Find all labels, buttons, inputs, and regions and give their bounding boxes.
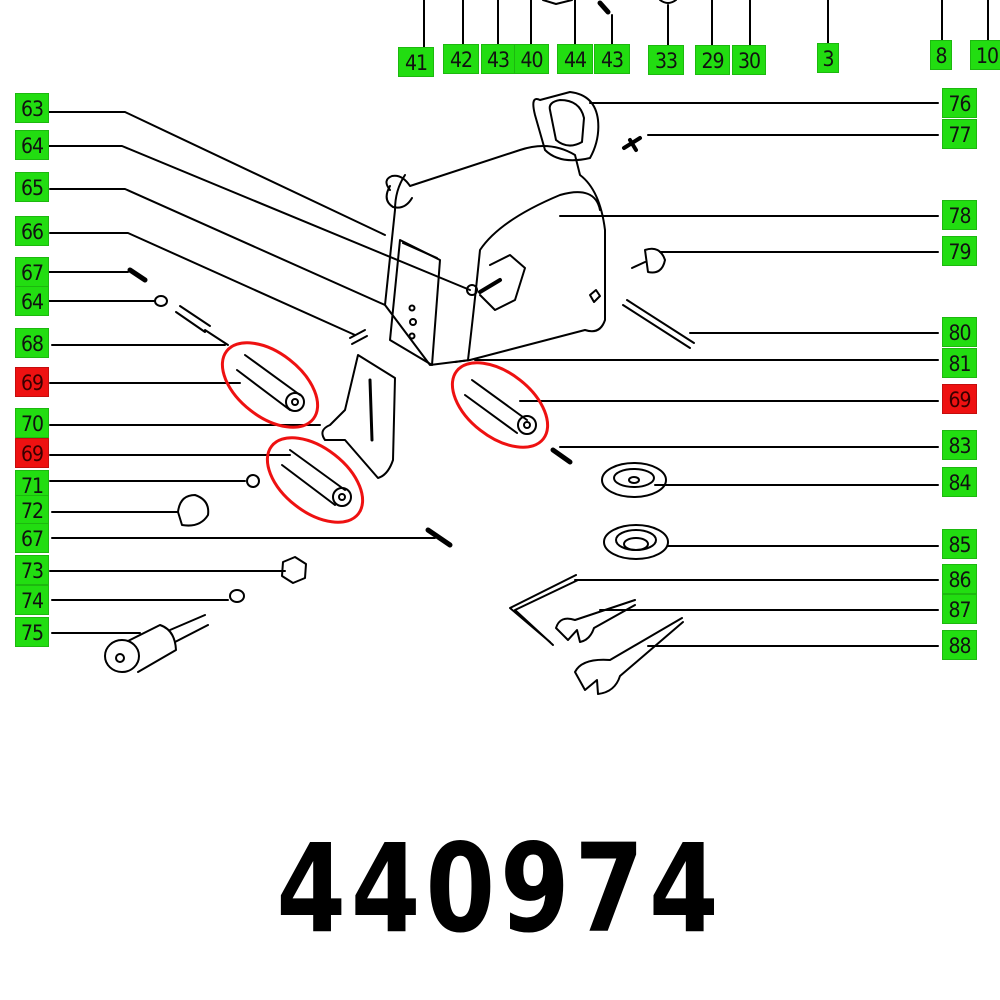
top-leader-lines (423, 0, 989, 48)
roller-69-left-lower (265, 436, 365, 524)
callout-84[interactable]: 84 (942, 467, 977, 497)
roller-69-left-upper (220, 341, 320, 429)
right-leader-lines (474, 102, 939, 647)
callout-41[interactable]: 41 (398, 47, 434, 77)
screw-67b-shape (425, 527, 453, 548)
callout-79[interactable]: 79 (942, 236, 977, 266)
knob-72-shape (177, 494, 210, 527)
washer-64-shape (154, 295, 168, 307)
callout-29[interactable]: 29 (695, 45, 730, 75)
callout-65[interactable]: 65 (15, 172, 49, 202)
hex-key-86-shape (509, 574, 579, 646)
nut-73-shape (281, 556, 307, 584)
callout-43[interactable]: 43 (481, 44, 515, 74)
callout-72[interactable]: 72 (15, 495, 49, 525)
callout-77[interactable]: 77 (942, 119, 977, 149)
washer-85-shape (603, 524, 669, 560)
callout-83[interactable]: 83 (942, 430, 977, 460)
knob-79-shape (631, 247, 666, 274)
callout-64[interactable]: 64 (15, 286, 49, 316)
callout-85[interactable]: 85 (942, 529, 977, 559)
callout-88[interactable]: 88 (942, 630, 977, 660)
callout-10[interactable]: 10 (970, 40, 1000, 70)
callout-78[interactable]: 78 (942, 200, 977, 230)
callout-86[interactable]: 86 (942, 564, 977, 594)
bracket-70-shape (321, 354, 396, 479)
washer-74-shape (229, 589, 245, 603)
wrench-88-shape (574, 617, 684, 695)
callout-81[interactable]: 81 (942, 348, 977, 378)
callout-80[interactable]: 80 (942, 317, 977, 347)
callout-3[interactable]: 3 (817, 43, 839, 73)
washer-84-shape (601, 462, 667, 498)
part-number: 440974 (276, 818, 724, 960)
callout-8[interactable]: 8 (930, 40, 952, 70)
callout-44[interactable]: 44 (557, 44, 593, 74)
callout-33[interactable]: 33 (648, 45, 684, 75)
callout-74[interactable]: 74 (15, 585, 49, 615)
callout-70[interactable]: 70 (15, 408, 49, 438)
screw-83-shape (550, 447, 573, 465)
callout-66[interactable]: 66 (15, 216, 49, 246)
wrench-87-shape (555, 599, 636, 643)
pin-68-shape (175, 305, 229, 346)
callout-68[interactable]: 68 (15, 328, 49, 358)
callout-42[interactable]: 42 (443, 44, 479, 74)
callout-69-highlighted[interactable]: 69 (15, 367, 49, 397)
rod-80-shape (622, 299, 695, 349)
callout-64[interactable]: 64 (15, 130, 49, 160)
roller-69-right (450, 361, 550, 449)
callout-75[interactable]: 75 (15, 617, 49, 647)
callout-67[interactable]: 67 (15, 523, 49, 553)
callout-63[interactable]: 63 (15, 93, 49, 123)
callout-87[interactable]: 87 (942, 594, 977, 624)
callout-30[interactable]: 30 (732, 45, 766, 75)
bolt-77-shape (622, 136, 642, 152)
guard-housing (384, 91, 606, 366)
pin-66-shape (349, 329, 368, 345)
callout-67[interactable]: 67 (15, 257, 49, 287)
callout-76[interactable]: 76 (942, 88, 977, 118)
callout-73[interactable]: 73 (15, 555, 49, 585)
left-leader-lines (47, 111, 471, 634)
callout-43[interactable]: 43 (594, 44, 630, 74)
callout-69-highlighted[interactable]: 69 (15, 438, 49, 468)
bushing-75-shape (104, 614, 209, 673)
washer-71-shape (246, 474, 260, 488)
screw-67-shape (127, 267, 148, 283)
callout-69-highlighted[interactable]: 69 (942, 384, 977, 414)
callout-40[interactable]: 40 (514, 44, 549, 74)
